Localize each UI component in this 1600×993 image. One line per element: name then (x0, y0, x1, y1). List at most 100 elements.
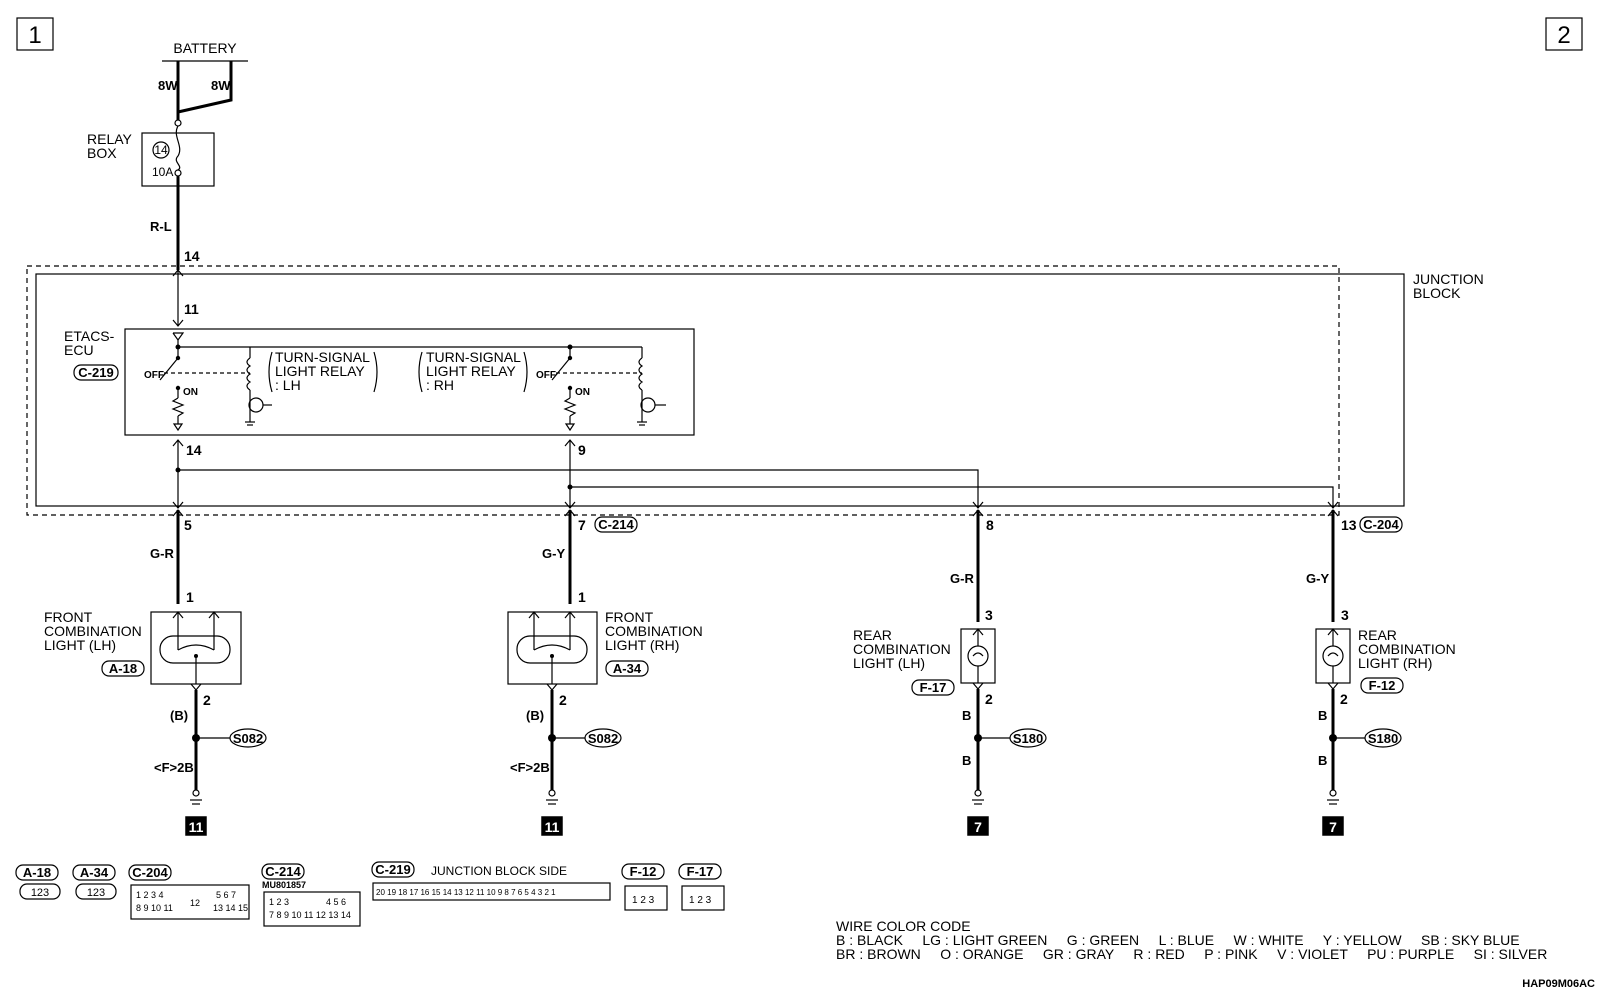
fuse-rating: 10A (152, 165, 173, 179)
conn-a34: A-34 (80, 865, 109, 880)
conn-a18-tag (15, 864, 59, 881)
conn-c214: C-214 (265, 864, 301, 879)
relay-box-label-1: RELAY (87, 131, 133, 147)
wire-color-code-line2: BR : BROWN O : ORANGE GR : GRAY R : RED … (836, 946, 1547, 962)
splice-tag (229, 728, 267, 748)
ground-lh-ecu (172, 423, 184, 432)
pin-bottom: 2 (203, 692, 211, 708)
lamp-arrow-out (546, 683, 558, 691)
pin-bottom: 2 (559, 692, 567, 708)
battery-wire-right-size: 8W (211, 78, 231, 93)
ecu-input-diode (172, 332, 185, 342)
circuit-front-lh: 5 G-R 1 FRONT COMBINATION LIGHT (LH) A-1… (44, 510, 267, 836)
ground-ref: 7 (1329, 819, 1337, 835)
lamp-name-3: LIGHT (RH) (1358, 655, 1432, 671)
conn-f12-pins: 1 2 3 (632, 895, 655, 906)
conn-c204-mid: 12 (190, 898, 200, 908)
junction-block-dashed (26, 265, 1340, 516)
bracket-rh-open (418, 351, 423, 393)
conn-c219: C-219 (375, 862, 410, 877)
jb-out-arrow-1 (172, 501, 184, 509)
ground-ref-tag (541, 816, 563, 836)
conn-c219-side: JUNCTION BLOCK SIDE (431, 864, 567, 878)
wire-ground: B (962, 753, 971, 768)
conn-c219-pins: 20 19 18 17 16 15 14 13 12 11 10 9 8 7 6… (376, 888, 556, 897)
sw-lh-pivot (175, 355, 181, 361)
connector-tag (605, 660, 649, 677)
pin-top: 3 (1341, 607, 1349, 623)
splice-tag (1364, 728, 1402, 748)
splice: S180 (1368, 731, 1398, 746)
lamp-arrow-out (1327, 682, 1339, 690)
bracket-rh-close (523, 351, 528, 393)
resistor-rh (563, 397, 577, 417)
pin-jb: 5 (184, 517, 192, 533)
bracket-lh-close (373, 351, 378, 393)
relay-rh-3: : RH (426, 377, 454, 393)
relay-rh-1: TURN-SIGNAL (426, 349, 521, 365)
pin-top: 1 (578, 589, 586, 605)
sw-rh-off: OFF (536, 370, 556, 381)
connector-tag (1360, 677, 1404, 694)
wire-ground: B (1318, 753, 1327, 768)
wire-bottom-color: (B) (526, 708, 544, 723)
wire-color-code-title: WIRE COLOR CODE (836, 918, 971, 934)
coil-rh-icon (638, 357, 644, 391)
wire-color: G-Y (1306, 571, 1329, 586)
resistor-lh (171, 397, 185, 417)
lamp-name-3: LIGHT (LH) (44, 637, 116, 653)
sw-rh-blade (551, 357, 571, 381)
conn-c219-shape (372, 882, 611, 901)
ecu-pin-rh: 9 (578, 442, 586, 458)
junction-block-label-2: BLOCK (1413, 285, 1461, 301)
conn-a18-shape (19, 883, 61, 900)
conn-c204-shape (130, 884, 250, 920)
bulb-node (194, 654, 198, 658)
ground-ref: 11 (189, 819, 204, 835)
lamp-name-2: COMBINATION (853, 641, 951, 657)
fuse-number: 14 (154, 143, 168, 157)
bulb-filament (1327, 652, 1339, 657)
ground-ref: 11 (545, 819, 560, 835)
relay-box-label-2: BOX (87, 145, 117, 161)
pin-jb: 8 (986, 517, 994, 533)
splice-tag (1009, 728, 1047, 748)
pin-jb: 13 (1341, 517, 1357, 533)
bulb-node (550, 654, 554, 658)
jb-connector-tag (594, 516, 638, 533)
conn-a18-pins: 123 (31, 887, 49, 899)
circuit-front-rh: 7 C-214 G-Y 1 FRONT COMBINATION LIGHT (R… (507, 510, 703, 836)
ground-ref-tag (185, 816, 207, 836)
pin-bottom: 2 (1340, 691, 1348, 707)
sw-lh-off: OFF (144, 370, 164, 381)
etacs-label-1: ETACS- (64, 328, 115, 344)
conn-c214-part: MU801857 (262, 880, 306, 890)
transistor-rh-icon (640, 397, 656, 413)
feed-pin-ecu: 11 (184, 301, 199, 317)
ecu-out-lh-arrow (172, 439, 184, 447)
sw-rh-pivot (567, 355, 573, 361)
wire-bottom-color: B (1318, 708, 1327, 723)
bulb-icon (159, 635, 231, 664)
bulb-filament (177, 644, 215, 651)
ground-ref-tag (967, 816, 989, 836)
lamp-name-1: REAR (853, 627, 892, 643)
lamp-name-1: FRONT (44, 609, 93, 625)
conn-c204-row2r: 13 14 15 (213, 903, 248, 913)
conn-c204-tag (128, 864, 172, 881)
lamp-arrow-out (972, 682, 984, 690)
wire-ground: <F>2B (154, 760, 194, 775)
conn-c214-row1r: 4 5 6 (326, 897, 346, 907)
lamp-name-2: COMBINATION (1358, 641, 1456, 657)
ground-terminal (1329, 789, 1337, 797)
conn-c214-tag (261, 863, 305, 880)
battery-wire-left-size: 8W (158, 78, 178, 93)
ground-ref: 7 (974, 819, 982, 835)
conn-c204-row1r: 5 6 7 (216, 890, 236, 900)
conn-a34-pins: 123 (87, 887, 105, 899)
wire-color: G-Y (542, 546, 565, 561)
sw-rh-on: ON (575, 387, 590, 398)
pin-jb: 7 (578, 517, 586, 533)
sw-lh-blade (159, 357, 179, 381)
wire-bottom-color: B (962, 708, 971, 723)
